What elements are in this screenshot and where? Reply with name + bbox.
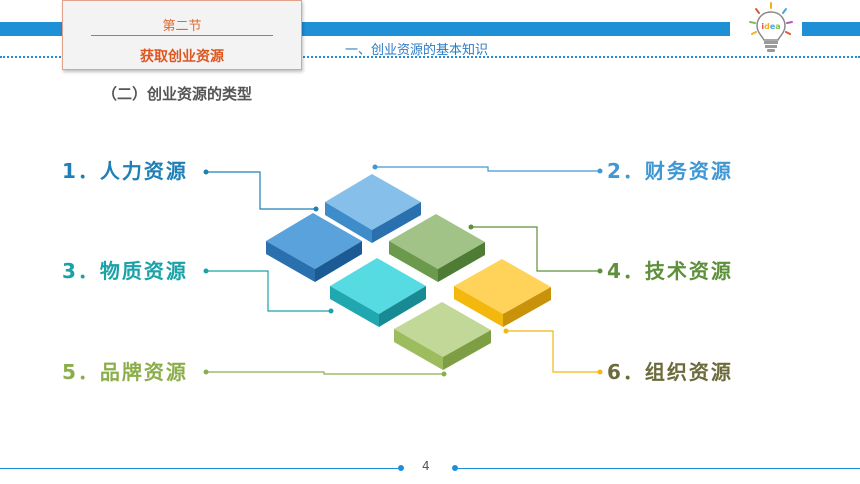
- block-material: [330, 258, 426, 327]
- breadcrumb: 一、创业资源的基本知识: [345, 43, 489, 58]
- connector-brand: [206, 371, 444, 375]
- label-financial-resources: 2．财务资源: [607, 159, 733, 183]
- connector-financial: [375, 166, 600, 172]
- dot-material-start: [203, 268, 209, 274]
- section-tag: 第二节 获取创业资源: [62, 0, 302, 70]
- connector-human: [206, 171, 316, 210]
- dot-human-start: [203, 169, 209, 175]
- connector-organization: [506, 330, 600, 373]
- connector-material: [206, 270, 331, 312]
- block-technology: [389, 214, 485, 282]
- section-label: 第二节: [162, 19, 202, 34]
- label-human-resources: 1．人力资源: [62, 159, 188, 183]
- logo-text: idea: [761, 22, 780, 31]
- block-brand: [394, 302, 491, 370]
- lightbulb-idea-icon: idea: [749, 2, 793, 52]
- footer-dot-right: [452, 465, 458, 471]
- footer-line-right: [458, 468, 860, 469]
- section-divider: [91, 35, 273, 36]
- page-subtitle: （二）创业资源的类型: [102, 85, 253, 103]
- label-brand-resources: 5．品牌资源: [62, 360, 188, 384]
- footer-line-left: [0, 468, 398, 469]
- label-organization-resources: 6．组织资源: [607, 360, 733, 384]
- block-financial: [325, 174, 421, 243]
- dot-technology-end: [597, 268, 603, 274]
- dot-organization-start: [503, 328, 509, 334]
- dot-material-end: [328, 308, 334, 314]
- dot-financial-end: [597, 168, 603, 174]
- block-human: [266, 213, 362, 282]
- label-material-resources: 3．物质资源: [62, 259, 188, 283]
- footer-dot-left: [398, 465, 404, 471]
- block-organization: [454, 259, 551, 327]
- dot-organization-end: [597, 369, 603, 375]
- page-number: 4: [422, 459, 430, 473]
- dot-technology-start: [468, 224, 474, 230]
- label-technology-resources: 4．技术资源: [607, 259, 733, 283]
- dot-brand-end: [441, 371, 447, 377]
- connector-technology: [471, 226, 600, 272]
- section-title: 获取创业资源: [140, 49, 224, 65]
- header-dotted-line: [0, 56, 860, 58]
- dot-financial-start: [372, 164, 378, 170]
- dot-human-end: [313, 206, 319, 212]
- dot-brand-start: [203, 369, 209, 375]
